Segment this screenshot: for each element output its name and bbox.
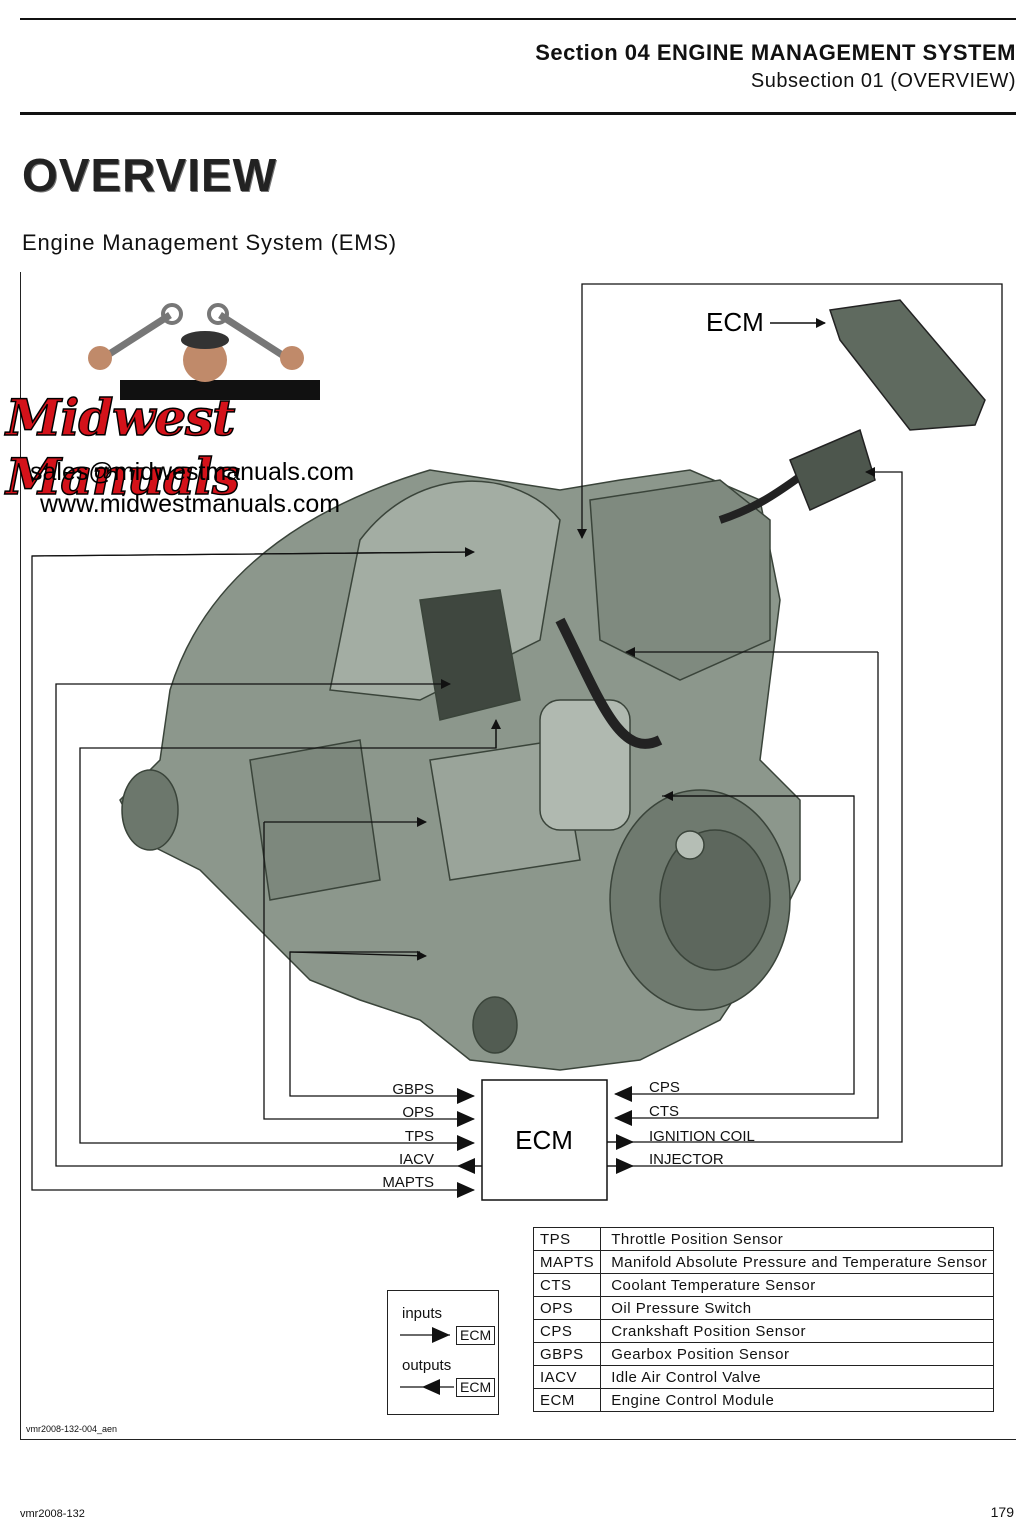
footer-doc-code: vmr2008-132 (20, 1508, 85, 1520)
abbreviation-code: GBPS (532, 1342, 602, 1366)
figure-title: Engine Management System (EMS) (22, 230, 397, 255)
legend-outputs-ecm: ECM (456, 1378, 496, 1397)
label-tps: TPS (405, 1128, 434, 1145)
ems-figure (20, 272, 1016, 1440)
abbreviation-code: CPS (532, 1319, 602, 1343)
label-injector: INJECTOR (649, 1151, 724, 1168)
watermark-email[interactable]: sales@midwestmanuals.com (30, 458, 355, 486)
abbreviation-meaning: Engine Control Module (600, 1388, 995, 1412)
abbreviation-code: MAPTS (532, 1250, 602, 1274)
header-rule-bottom (20, 112, 1016, 115)
subsection-heading: Subsection 01 (OVERVIEW) (750, 70, 1016, 92)
abbreviation-meaning: Crankshaft Position Sensor (600, 1319, 995, 1343)
abbreviation-meaning: Oil Pressure Switch (600, 1296, 995, 1320)
figure-code: vmr2008-132-004_aen (26, 1424, 118, 1434)
abbreviation-meaning: Idle Air Control Valve (600, 1365, 995, 1389)
abbreviation-code: IACV (532, 1365, 602, 1389)
abbreviation-meaning: Coolant Temperature Sensor (600, 1273, 995, 1297)
label-iacv: IACV (399, 1151, 434, 1168)
wire-injector (577, 283, 1003, 1167)
section-heading: Section 04 ENGINE MANAGEMENT SYSTEM (535, 40, 1016, 65)
engine-illustration (119, 456, 832, 1071)
label-ignition-coil: IGNITION COIL (649, 1128, 755, 1145)
abbreviation-code: ECM (532, 1388, 602, 1412)
label-cts: CTS (649, 1103, 679, 1120)
ecm-box (481, 1079, 608, 1201)
arrow-mapts-sensor (31, 547, 475, 558)
legend-outputs-label: outputs (402, 1357, 452, 1374)
watermark-website[interactable]: www.midwestmanuals.com (40, 490, 341, 518)
wire-ignition-coil (607, 467, 903, 1143)
wire-cts (614, 652, 879, 1126)
abbreviation-code: TPS (532, 1227, 602, 1251)
label-mapts: MAPTS (382, 1174, 434, 1191)
legend-inputs-ecm: ECM (456, 1326, 496, 1345)
wire-iacv (55, 679, 482, 1167)
label-cps: CPS (649, 1079, 680, 1096)
abbreviation-meaning: Gearbox Position Sensor (600, 1342, 995, 1366)
wire-gbps (289, 951, 475, 1104)
legend-box: inputs ECM outputs ECM (387, 1290, 499, 1415)
ecm-component-label: ECM (706, 307, 764, 337)
mechanic-with-wrenches-icon (88, 303, 320, 400)
ecm-box-label: ECM (515, 1125, 573, 1155)
legend-inputs-label: inputs (402, 1305, 443, 1322)
watermark: Midwest Manuals sales@midwestmanuals.com… (0, 300, 420, 540)
abbreviation-meaning: Throttle Position Sensor (600, 1227, 995, 1251)
abbreviation-code: OPS (532, 1296, 602, 1320)
legend-arrows (400, 1327, 454, 1395)
label-gbps: GBPS (392, 1081, 434, 1098)
abbreviation-meaning: Manifold Absolute Pressure and Temperatu… (600, 1250, 995, 1274)
page-number: 179 (990, 1504, 1014, 1520)
watermark-brand: Midwest Manuals (5, 387, 241, 507)
header-rule-top (20, 18, 1016, 20)
wire-ops (263, 822, 475, 1127)
page-title: OVERVIEW (22, 149, 278, 201)
label-ops: OPS (402, 1104, 434, 1121)
ecm-module-illustration (789, 299, 986, 512)
abbreviation-code: CTS (532, 1273, 602, 1297)
arrow-gbps-sensor (289, 950, 427, 961)
